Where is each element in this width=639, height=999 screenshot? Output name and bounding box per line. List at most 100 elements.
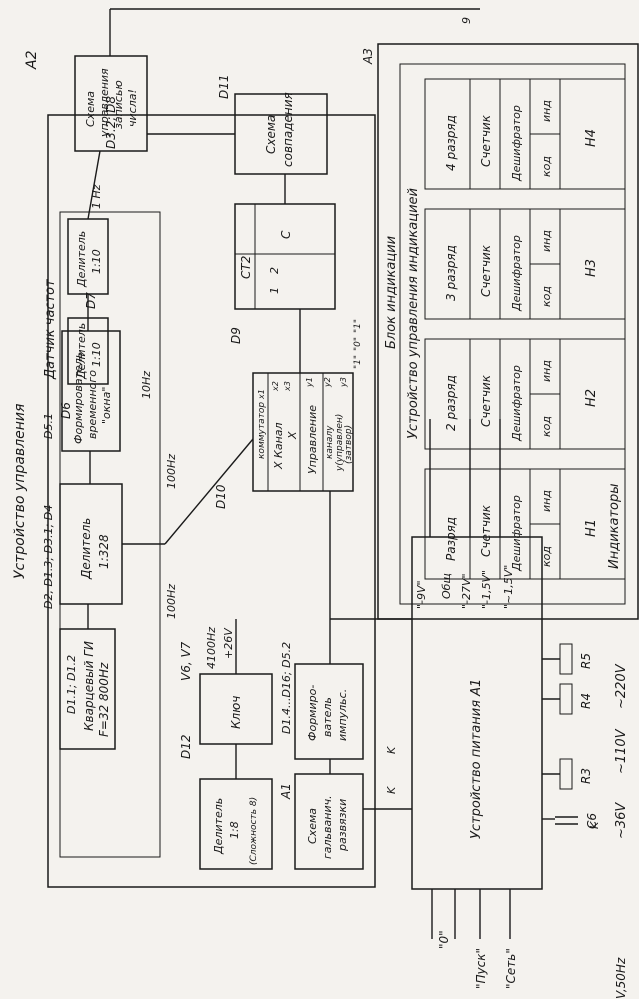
power-unit-box: [411, 536, 543, 890]
sig-k2: K: [385, 746, 398, 754]
digit-decoder-3: Дешифратор: [510, 235, 523, 312]
rec-l4: числа!: [126, 89, 139, 127]
iso-l2: гальванич.: [321, 795, 334, 859]
match-block: D11 Схема совпадения: [217, 74, 328, 175]
sig-obsh: Общ: [440, 573, 453, 599]
d12-name: Делитель: [212, 798, 225, 855]
ct2-port-1: 1: [268, 287, 281, 294]
window-shaper-box: [61, 330, 121, 452]
indication-block-a3: [377, 43, 639, 620]
d6-ref: D6: [59, 402, 73, 419]
ct2-port-2: 2: [268, 267, 281, 274]
digit-title-3: 3 разряд: [444, 245, 458, 301]
digit-code-4: код: [540, 156, 553, 177]
digit-column-3: [424, 208, 626, 320]
divider-328-name: Делитель: [79, 518, 93, 580]
v36-label: ~36V: [614, 802, 629, 839]
quartz-frequency: F=32 800Hz: [97, 662, 111, 737]
r3-label: R3: [579, 768, 593, 784]
mux-y1: каналу: [325, 425, 335, 459]
wire-100hz-mux: [164, 438, 254, 545]
resistor-r5: [559, 643, 573, 675]
d2-ref: D2, D1.3; D3.1; D4: [42, 505, 55, 609]
quartz-generator-block: D1.1; D1.2 Кварцевый ГИ F=32 800Hz: [59, 628, 116, 750]
ct2-title: CT2: [239, 256, 253, 279]
match-l1: Схема: [264, 115, 278, 154]
iso-l3: развязки: [336, 799, 349, 852]
d51-ref: D5.1: [42, 413, 55, 439]
digit-ind-4: инд: [540, 100, 553, 122]
pulse-l3: импульс.: [336, 689, 349, 741]
v67-ref: V6, V7: [179, 641, 193, 681]
r4-label: R4: [579, 693, 593, 709]
indication-control-frame: [399, 63, 626, 605]
label-indicators: Индикаторы: [607, 483, 622, 569]
rec-l3: записью: [112, 80, 125, 129]
label-indication-control: Устройство управления индикацией: [406, 188, 421, 439]
mains-label: V,50Hz: [614, 957, 628, 999]
digit-counter-3: Счетчик: [479, 244, 493, 297]
mux-title: коммутатор: [257, 402, 267, 459]
label-control-device: Устройство управления: [12, 404, 28, 579]
mux-x1: X Канал: [272, 422, 285, 470]
digit-code-3: код: [540, 286, 553, 307]
digit-h-3: H3: [584, 259, 599, 277]
d12-ratio: 1:8: [228, 821, 241, 839]
ct2-c: C: [279, 230, 293, 239]
digit-code-2: код: [540, 416, 553, 437]
label-freq-sensor: Датчик частот: [43, 279, 58, 380]
sig-26v: +26V: [222, 627, 235, 659]
window-l2: временного: [86, 370, 99, 439]
digit-title-4: 4 разряд: [444, 115, 458, 171]
d1-ref: D1.1; D1.2: [65, 655, 78, 714]
device-a2-frame: [47, 114, 376, 888]
sig-4100hz: 4100Hz: [205, 627, 218, 669]
d12-note: (Сложность 8): [249, 797, 259, 865]
pulse-shaper-box: [294, 663, 364, 760]
a1-ref: A1: [279, 783, 293, 800]
sig-15v-a: "-1,5V": [480, 570, 493, 609]
sig-100hz-a: 100Hz: [165, 584, 178, 619]
quartz-generator-label: Кварцевый ГИ: [82, 641, 96, 731]
digit-h-1: H1: [584, 519, 599, 537]
signal-labels: 100Hz 100Hz 10Hz 1 Hz 4100Hz +26V "-9V" …: [90, 17, 601, 829]
mux-port-y3: y3: [339, 377, 348, 388]
label-a3: A3: [361, 48, 375, 65]
digit-h-2: H2: [584, 389, 599, 407]
sig-k3: K: [588, 821, 601, 829]
mux-ctrl: Управление: [306, 405, 319, 474]
digit-counter-2: Счетчик: [479, 374, 493, 427]
divider-d6-block: D6 Делитель 1:10: [59, 317, 109, 419]
d9-ref: D9: [229, 327, 243, 344]
multiplexer-block: D10 коммутатор X Канал X Управление кана…: [214, 319, 363, 509]
mux-y2: y(управлен): [335, 414, 345, 472]
sig-m27v: "-27V": [460, 573, 473, 609]
digit-ind-2: инд: [540, 360, 553, 382]
isolation-box: [294, 773, 364, 870]
power-unit-label: Устройство питания A1: [469, 679, 484, 839]
window-shaper-block: D5.1 Формирователь временного "окна": [42, 330, 121, 452]
r5-label: R5: [579, 653, 593, 669]
d7-ratio: 1:10: [90, 249, 103, 274]
label-indication-block: Блок индикации: [384, 236, 399, 349]
digit-ind-3: инд: [540, 230, 553, 252]
v220-label: ~220V: [614, 663, 629, 709]
mux-port-y1: y1: [305, 377, 314, 388]
digit-h-4: H4: [584, 129, 599, 147]
sig-15v-b: "~1,5V": [502, 565, 515, 609]
sig-nine: 9: [460, 17, 473, 24]
match-l2: совпадения: [281, 92, 295, 167]
d12-ref: D12: [179, 734, 193, 759]
d14-ref: D1.4...D16; D5.2: [280, 642, 293, 734]
mux-port-x1: x1: [257, 389, 266, 400]
d38-ref: D3.2; D8: [104, 96, 118, 149]
sig-k1: K: [385, 786, 398, 794]
isolation-block: A1 Схема гальванич. развязки: [279, 773, 364, 870]
digit-decoder-4: Дешифратор: [510, 105, 523, 182]
digit-title-1: Разряд: [444, 517, 458, 561]
digit-column-1: [424, 468, 626, 580]
mux-port-x3: x3: [283, 381, 292, 392]
